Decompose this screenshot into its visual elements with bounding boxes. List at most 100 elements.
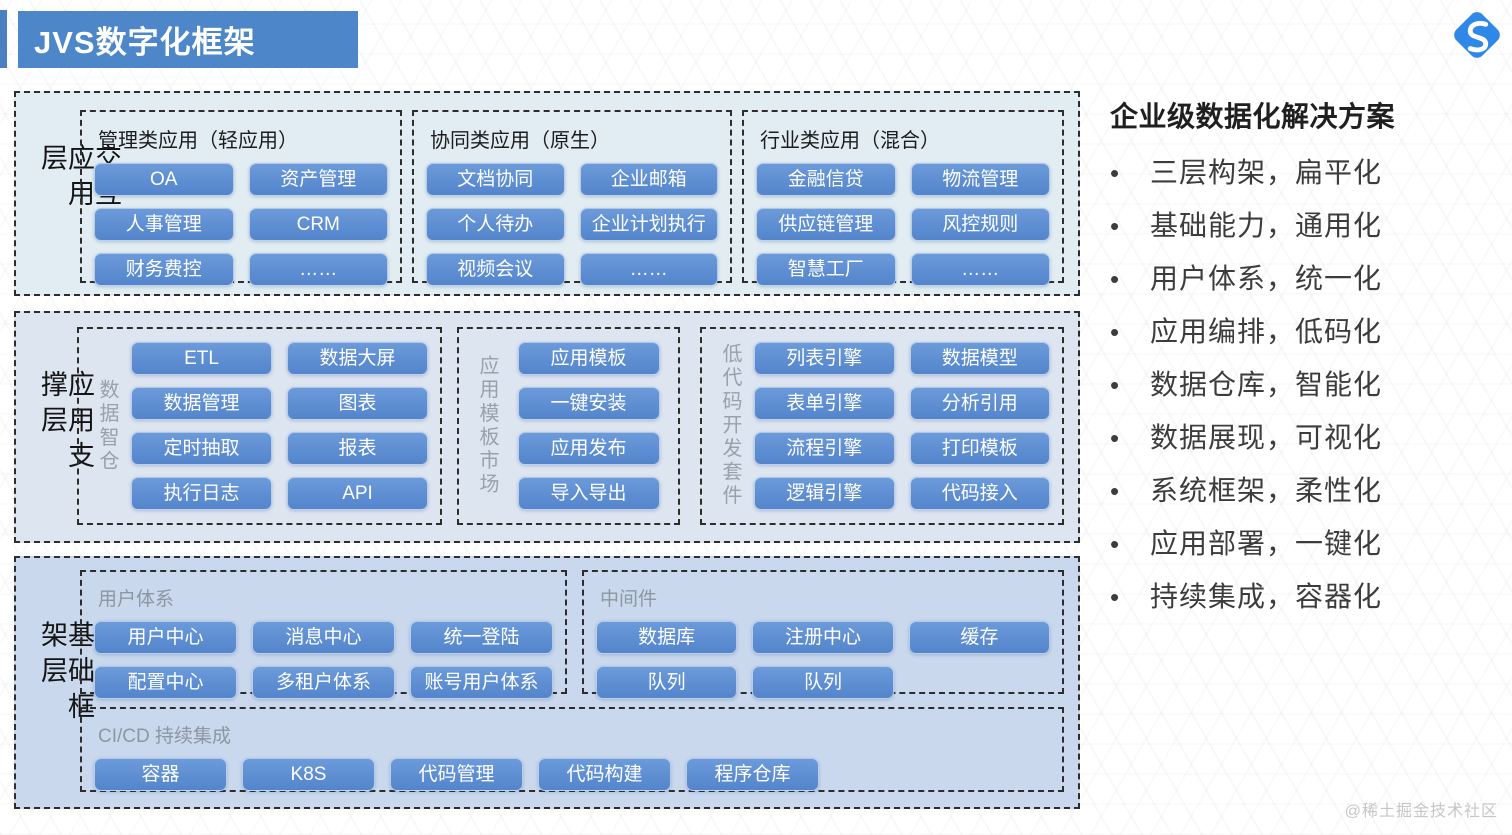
app-button: 企业邮箱 bbox=[579, 163, 718, 196]
group-title: 协同类应用（原生） bbox=[430, 130, 610, 152]
bullet-text: 系统框架，柔性化 bbox=[1150, 475, 1383, 506]
app-button: ETL bbox=[131, 342, 272, 375]
group-template-market: 应用模板市场 应用模板一键安装应用发布导入导出 bbox=[457, 327, 680, 525]
solution-bullet: • 系统框架，柔性化 bbox=[1110, 469, 1505, 522]
app-button: 流程引擎 bbox=[754, 432, 895, 465]
layer-base-framework: 基础框架层 用户体系 用户中心消息中心统一登陆配置中心多租户体系账号用户体系 中… bbox=[14, 556, 1080, 809]
group-lowcode-kit: 低代码开发套件 列表引擎数据模型表单引擎分析引用流程引擎打印模板逻辑引擎代码接入 bbox=[700, 327, 1064, 525]
group-title: 管理类应用（轻应用） bbox=[98, 130, 298, 152]
accent-strip bbox=[0, 10, 7, 68]
group-collab-apps: 协同类应用（原生） 文档协同企业邮箱个人待办企业计划执行视频会议…… bbox=[412, 110, 732, 286]
solution-bullet: •持续集成，容器化 bbox=[1110, 575, 1505, 628]
app-button: 执行日志 bbox=[131, 477, 272, 510]
solution-bullet: •数据展现，可视化 bbox=[1110, 416, 1505, 469]
bullet-text: 三层构架，扁平化 bbox=[1150, 157, 1383, 188]
app-button: 多租户体系 bbox=[252, 666, 395, 699]
button-grid: 金融信贷物流管理供应链管理风控规则智慧工厂…… bbox=[756, 163, 1050, 286]
app-button: K8S bbox=[242, 758, 375, 791]
jvs-logo-icon bbox=[1454, 12, 1500, 58]
group-title: 中间件 bbox=[600, 589, 658, 610]
app-button: 导入导出 bbox=[517, 477, 660, 510]
app-button: 文档协同 bbox=[426, 163, 565, 196]
app-button: 容器 bbox=[94, 758, 227, 791]
group-title: CI/CD 持续集成 bbox=[98, 726, 232, 747]
watermark: @稀土掘金技术社区 bbox=[1344, 803, 1498, 820]
app-button: 列表引擎 bbox=[754, 342, 895, 375]
app-button: 资产管理 bbox=[248, 163, 388, 196]
bullet-text: 持续集成，容器化 bbox=[1150, 581, 1383, 612]
bullet-dot: • bbox=[1110, 370, 1120, 400]
app-button: 表单引擎 bbox=[754, 387, 895, 420]
app-button: 缓存 bbox=[908, 621, 1050, 654]
app-button: 企业计划执行 bbox=[579, 208, 718, 241]
app-button: 风控规则 bbox=[910, 208, 1050, 241]
bullet-dot: • bbox=[1110, 529, 1120, 559]
bullet-text: 用户体系，统一化 bbox=[1150, 263, 1383, 294]
bullet-dot: • bbox=[1110, 264, 1120, 294]
button-grid: 应用模板一键安装应用发布导入导出 bbox=[511, 342, 666, 510]
app-button: 数据大屏 bbox=[287, 342, 428, 375]
bullet-text: 应用部署，一键化 bbox=[1150, 528, 1383, 559]
button-grid: 用户中心消息中心统一登陆配置中心多租户体系账号用户体系 bbox=[94, 621, 553, 699]
app-button: 数据模型 bbox=[909, 342, 1050, 375]
solution-heading: 企业级数据化解决方案 bbox=[1110, 101, 1396, 132]
app-button: 个人待办 bbox=[426, 208, 565, 241]
app-button: 队列 bbox=[752, 666, 894, 699]
app-button: 物流管理 bbox=[910, 163, 1050, 196]
app-button: CRM bbox=[248, 208, 388, 241]
app-button: 分析引用 bbox=[909, 387, 1050, 420]
bullet-text: 基础能力，通用化 bbox=[1150, 210, 1383, 241]
app-button: 队列 bbox=[596, 666, 738, 699]
app-button: 人事管理 bbox=[94, 208, 234, 241]
solution-bullet: • 数据仓库，智能化 bbox=[1110, 363, 1505, 416]
solution-bullet: •应用编排，低码化 bbox=[1110, 310, 1505, 363]
group-middleware: 中间件 数据库注册中心缓存队列队列 bbox=[582, 570, 1064, 699]
app-button: 应用发布 bbox=[517, 432, 660, 465]
group-side-label: 数据智仓 bbox=[96, 378, 118, 474]
group-title: 用户体系 bbox=[98, 589, 175, 610]
app-button: 统一登陆 bbox=[410, 621, 553, 654]
button-grid: 文档协同企业邮箱个人待办企业计划执行视频会议…… bbox=[426, 163, 718, 286]
group-user-system: 用户体系 用户中心消息中心统一登陆配置中心多租户体系账号用户体系 bbox=[80, 570, 567, 699]
group-industry-apps: 行业类应用（混合） 金融信贷物流管理供应链管理风控规则智慧工厂…… bbox=[742, 110, 1064, 286]
app-button: 定时抽取 bbox=[131, 432, 272, 465]
app-button: 代码管理 bbox=[390, 758, 523, 791]
app-button: API bbox=[287, 477, 428, 510]
button-grid: 数据库注册中心缓存队列队列 bbox=[596, 621, 1050, 699]
app-button: 代码构建 bbox=[538, 758, 671, 791]
bullet-dot: • bbox=[1110, 158, 1120, 188]
layer-label: 应用支撑层 bbox=[37, 370, 94, 477]
app-button: 注册中心 bbox=[752, 621, 894, 654]
button-grid: 列表引擎数据模型表单引擎分析引用流程引擎打印模板逻辑引擎代码接入 bbox=[754, 342, 1050, 510]
app-button: 代码接入 bbox=[909, 477, 1050, 510]
app-button: 逻辑引擎 bbox=[754, 477, 895, 510]
solution-bullet: • 应用部署，一键化 bbox=[1110, 522, 1505, 575]
bullet-dot: • bbox=[1110, 476, 1120, 506]
layer-label: 基础框架层 bbox=[37, 620, 94, 728]
app-button: 数据管理 bbox=[131, 387, 272, 420]
page-title: JVS数字化框架 bbox=[18, 11, 358, 68]
solution-bullet-list: •三层构架，扁平化•基础能力，通用化•用户体系，统一化•应用编排，低码化•数据仓… bbox=[1110, 151, 1505, 628]
group-side-label: 低代码开发套件 bbox=[719, 343, 741, 509]
app-button: 财务费控 bbox=[94, 253, 234, 286]
app-button: 打印模板 bbox=[909, 432, 1050, 465]
app-button: 数据库 bbox=[596, 621, 738, 654]
app-button: 智慧工厂 bbox=[756, 253, 896, 286]
solution-bullet: • 基础能力，通用化 bbox=[1110, 204, 1505, 257]
app-button: 账号用户体系 bbox=[410, 666, 553, 699]
bullet-dot: • bbox=[1110, 423, 1120, 453]
bullet-dot: • bbox=[1110, 317, 1120, 347]
group-side-label: 应用模板市场 bbox=[476, 355, 498, 497]
app-button: 应用模板 bbox=[517, 342, 660, 375]
solution-panel: 企业级数据化解决方案 •三层构架，扁平化•基础能力，通用化•用户体系，统一化•应… bbox=[1110, 95, 1505, 628]
bullet-dot: • bbox=[1110, 211, 1120, 241]
bullet-text: 数据仓库，智能化 bbox=[1150, 369, 1383, 400]
group-title: 行业类应用（混合） bbox=[760, 130, 940, 152]
